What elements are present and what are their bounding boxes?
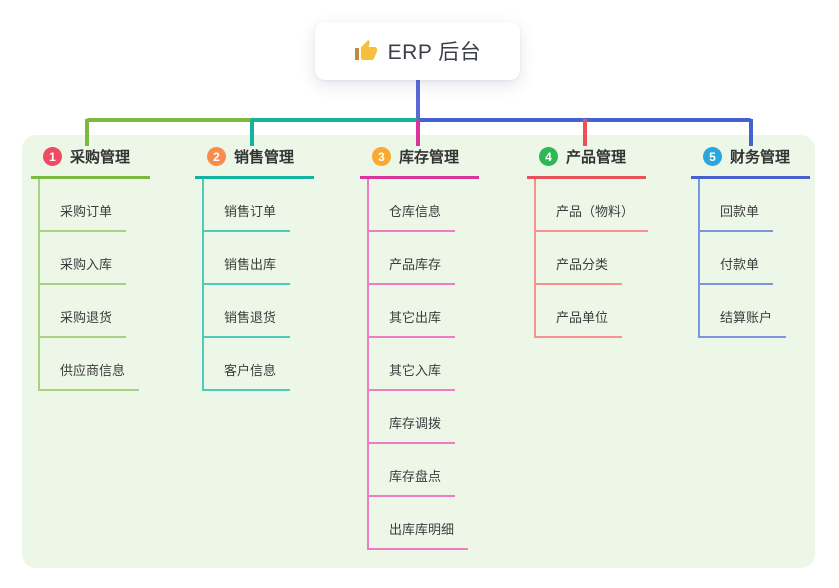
child-node[interactable]: 产品库存 [369,232,456,285]
child-node[interactable]: 出库库明细 [369,497,469,550]
root-label: ERP 后台 [387,41,482,64]
child-label: 产品分类 [556,257,609,272]
child-node[interactable]: 产品分类 [536,232,623,285]
branch-children: 回款单 付款单 结算账户 [698,179,787,338]
drop-line-sales [250,119,254,146]
branch-product-management: 4 产品管理 产品（物料） 产品分类 产品单位 [527,146,649,338]
child-label: 库存盘点 [389,469,442,484]
root-connector-line [416,80,420,119]
child-node[interactable]: 结算账户 [700,285,787,338]
child-node[interactable]: 采购订单 [40,179,127,232]
child-label: 客户信息 [224,363,277,378]
child-label: 销售订单 [224,204,277,219]
child-node[interactable]: 库存盘点 [369,444,456,497]
child-label: 销售退货 [224,310,277,325]
branch-label: 财务管理 [730,149,791,166]
drop-line-product [583,119,587,146]
child-node[interactable]: 其它出库 [369,285,456,338]
drop-line-finance [749,119,753,146]
child-label: 产品（物料） [556,204,635,219]
branch-number-badge: 3 [372,147,391,166]
branch-label: 销售管理 [234,149,295,166]
child-label: 采购入库 [60,257,113,272]
branch-number-badge: 1 [43,147,62,166]
branch-label: 采购管理 [70,149,131,166]
child-label: 其它出库 [389,310,442,325]
drop-line-purchase [85,119,89,146]
bus-line-purchase [85,118,252,122]
branch-number-badge: 2 [207,147,226,166]
child-node[interactable]: 销售退货 [204,285,291,338]
child-node[interactable]: 客户信息 [204,338,291,391]
branch-children: 仓库信息 产品库存 其它出库 其它入库 库存调拨 库存盘点 出库库明细 [367,179,469,550]
child-node[interactable]: 销售订单 [204,179,291,232]
branch-inventory-management: 3 库存管理 仓库信息 产品库存 其它出库 其它入库 库存调拨 库存盘点 出库库… [360,146,479,550]
child-node[interactable]: 仓库信息 [369,179,456,232]
child-label: 付款单 [720,257,760,272]
branch-node[interactable]: 4 产品管理 [527,146,646,179]
child-label: 产品单位 [556,310,609,325]
child-label: 出库库明细 [389,522,455,537]
branch-sales-management: 2 销售管理 销售订单 销售出库 销售退货 客户信息 [195,146,314,391]
child-label: 库存调拨 [389,416,442,431]
branch-node[interactable]: 5 财务管理 [691,146,810,179]
child-label: 销售出库 [224,257,277,272]
child-node[interactable]: 采购退货 [40,285,127,338]
branch-number-badge: 4 [539,147,558,166]
child-label: 供应商信息 [60,363,126,378]
branch-finance-management: 5 财务管理 回款单 付款单 结算账户 [691,146,810,338]
child-node[interactable]: 回款单 [700,179,774,232]
drop-line-inventory [416,119,420,146]
branch-label: 库存管理 [399,149,460,166]
branch-children: 销售订单 销售出库 销售退货 客户信息 [202,179,291,391]
child-node[interactable]: 产品单位 [536,285,623,338]
root-node[interactable]: ERP 后台 [315,22,520,80]
child-label: 仓库信息 [389,204,442,219]
child-label: 回款单 [720,204,760,219]
branch-node[interactable]: 2 销售管理 [195,146,314,179]
child-node[interactable]: 销售出库 [204,232,291,285]
child-label: 结算账户 [720,310,773,325]
branch-node[interactable]: 1 采购管理 [31,146,150,179]
child-node[interactable]: 产品（物料） [536,179,649,232]
thumbs-up-icon [354,40,377,60]
branch-number-badge: 5 [703,147,722,166]
child-label: 其它入库 [389,363,442,378]
child-node[interactable]: 供应商信息 [40,338,140,391]
branch-purchase-management: 1 采购管理 采购订单 采购入库 采购退货 供应商信息 [31,146,150,391]
child-node[interactable]: 付款单 [700,232,774,285]
child-node[interactable]: 库存调拨 [369,391,456,444]
branch-children: 采购订单 采购入库 采购退货 供应商信息 [38,179,140,391]
branch-label: 产品管理 [566,149,627,166]
child-label: 采购订单 [60,204,113,219]
child-node[interactable]: 采购入库 [40,232,127,285]
branch-node[interactable]: 3 库存管理 [360,146,479,179]
child-label: 采购退货 [60,310,113,325]
child-label: 产品库存 [389,257,442,272]
child-node[interactable]: 其它入库 [369,338,456,391]
branch-children: 产品（物料） 产品分类 产品单位 [534,179,649,338]
bus-line-sales [252,118,418,122]
